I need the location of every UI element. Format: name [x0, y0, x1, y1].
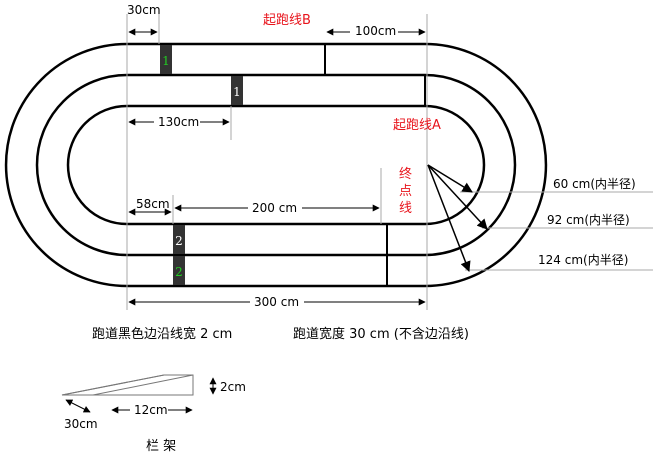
- hurdle-depth-arrow: [65, 399, 91, 413]
- radius-60-label: 60 cm(内半径): [553, 177, 636, 191]
- dim-30cm-top-label: 30cm: [127, 3, 161, 17]
- start-a-label: 起跑线A: [393, 118, 441, 133]
- note-edge-width: 跑道黑色边沿线宽 2 cm: [92, 326, 232, 342]
- dim-300cm-label: 300 cm: [254, 295, 299, 309]
- hurdle-height-label: 2cm: [220, 380, 246, 394]
- track-outer-line: [4, 42, 548, 288]
- hurdle-title: 栏 架: [146, 439, 176, 454]
- hurdle-width-label: 12cm: [134, 403, 168, 417]
- radius-arrow-60: [427, 164, 473, 193]
- dim-130cm-label: 130cm: [158, 115, 199, 129]
- track-middle-line: [35, 73, 517, 257]
- lane-marker-top-2: [231, 76, 243, 105]
- finish-label-2: 点: [399, 184, 412, 199]
- radius-arrow-92: [427, 164, 488, 230]
- hurdle-figure: [61, 374, 194, 396]
- finish-label-3: 线: [399, 201, 412, 216]
- finish-label-1: 终: [399, 166, 412, 182]
- dim-100cm-label: 100cm: [355, 24, 396, 38]
- note-lane-width: 跑道宽度 30 cm (不含边沿线): [293, 326, 469, 342]
- lane-marker-top-1-text: 1: [162, 54, 170, 68]
- dim-58cm-label: 58cm: [136, 197, 170, 211]
- lane-marker-bottom-2: [173, 256, 185, 285]
- hurdle-depth-label: 30cm: [64, 417, 98, 431]
- lane-marker-bottom-1-text: 2: [175, 234, 183, 248]
- lane-marker-top-2-text: 1: [233, 85, 241, 99]
- lane-marker-bottom-1: [173, 225, 185, 254]
- start-b-label: 起跑线B: [263, 13, 311, 28]
- lane-marker-top-1: [160, 45, 172, 74]
- radius-124-label: 124 cm(内半径): [538, 253, 628, 267]
- radius-arrow-124: [427, 164, 471, 272]
- lane-marker-bottom-2-text: 2: [175, 265, 183, 279]
- track-inner-line: [66, 104, 486, 226]
- dim-200cm-label: 200 cm: [252, 201, 297, 215]
- radius-92-label: 92 cm(内半径): [547, 213, 630, 227]
